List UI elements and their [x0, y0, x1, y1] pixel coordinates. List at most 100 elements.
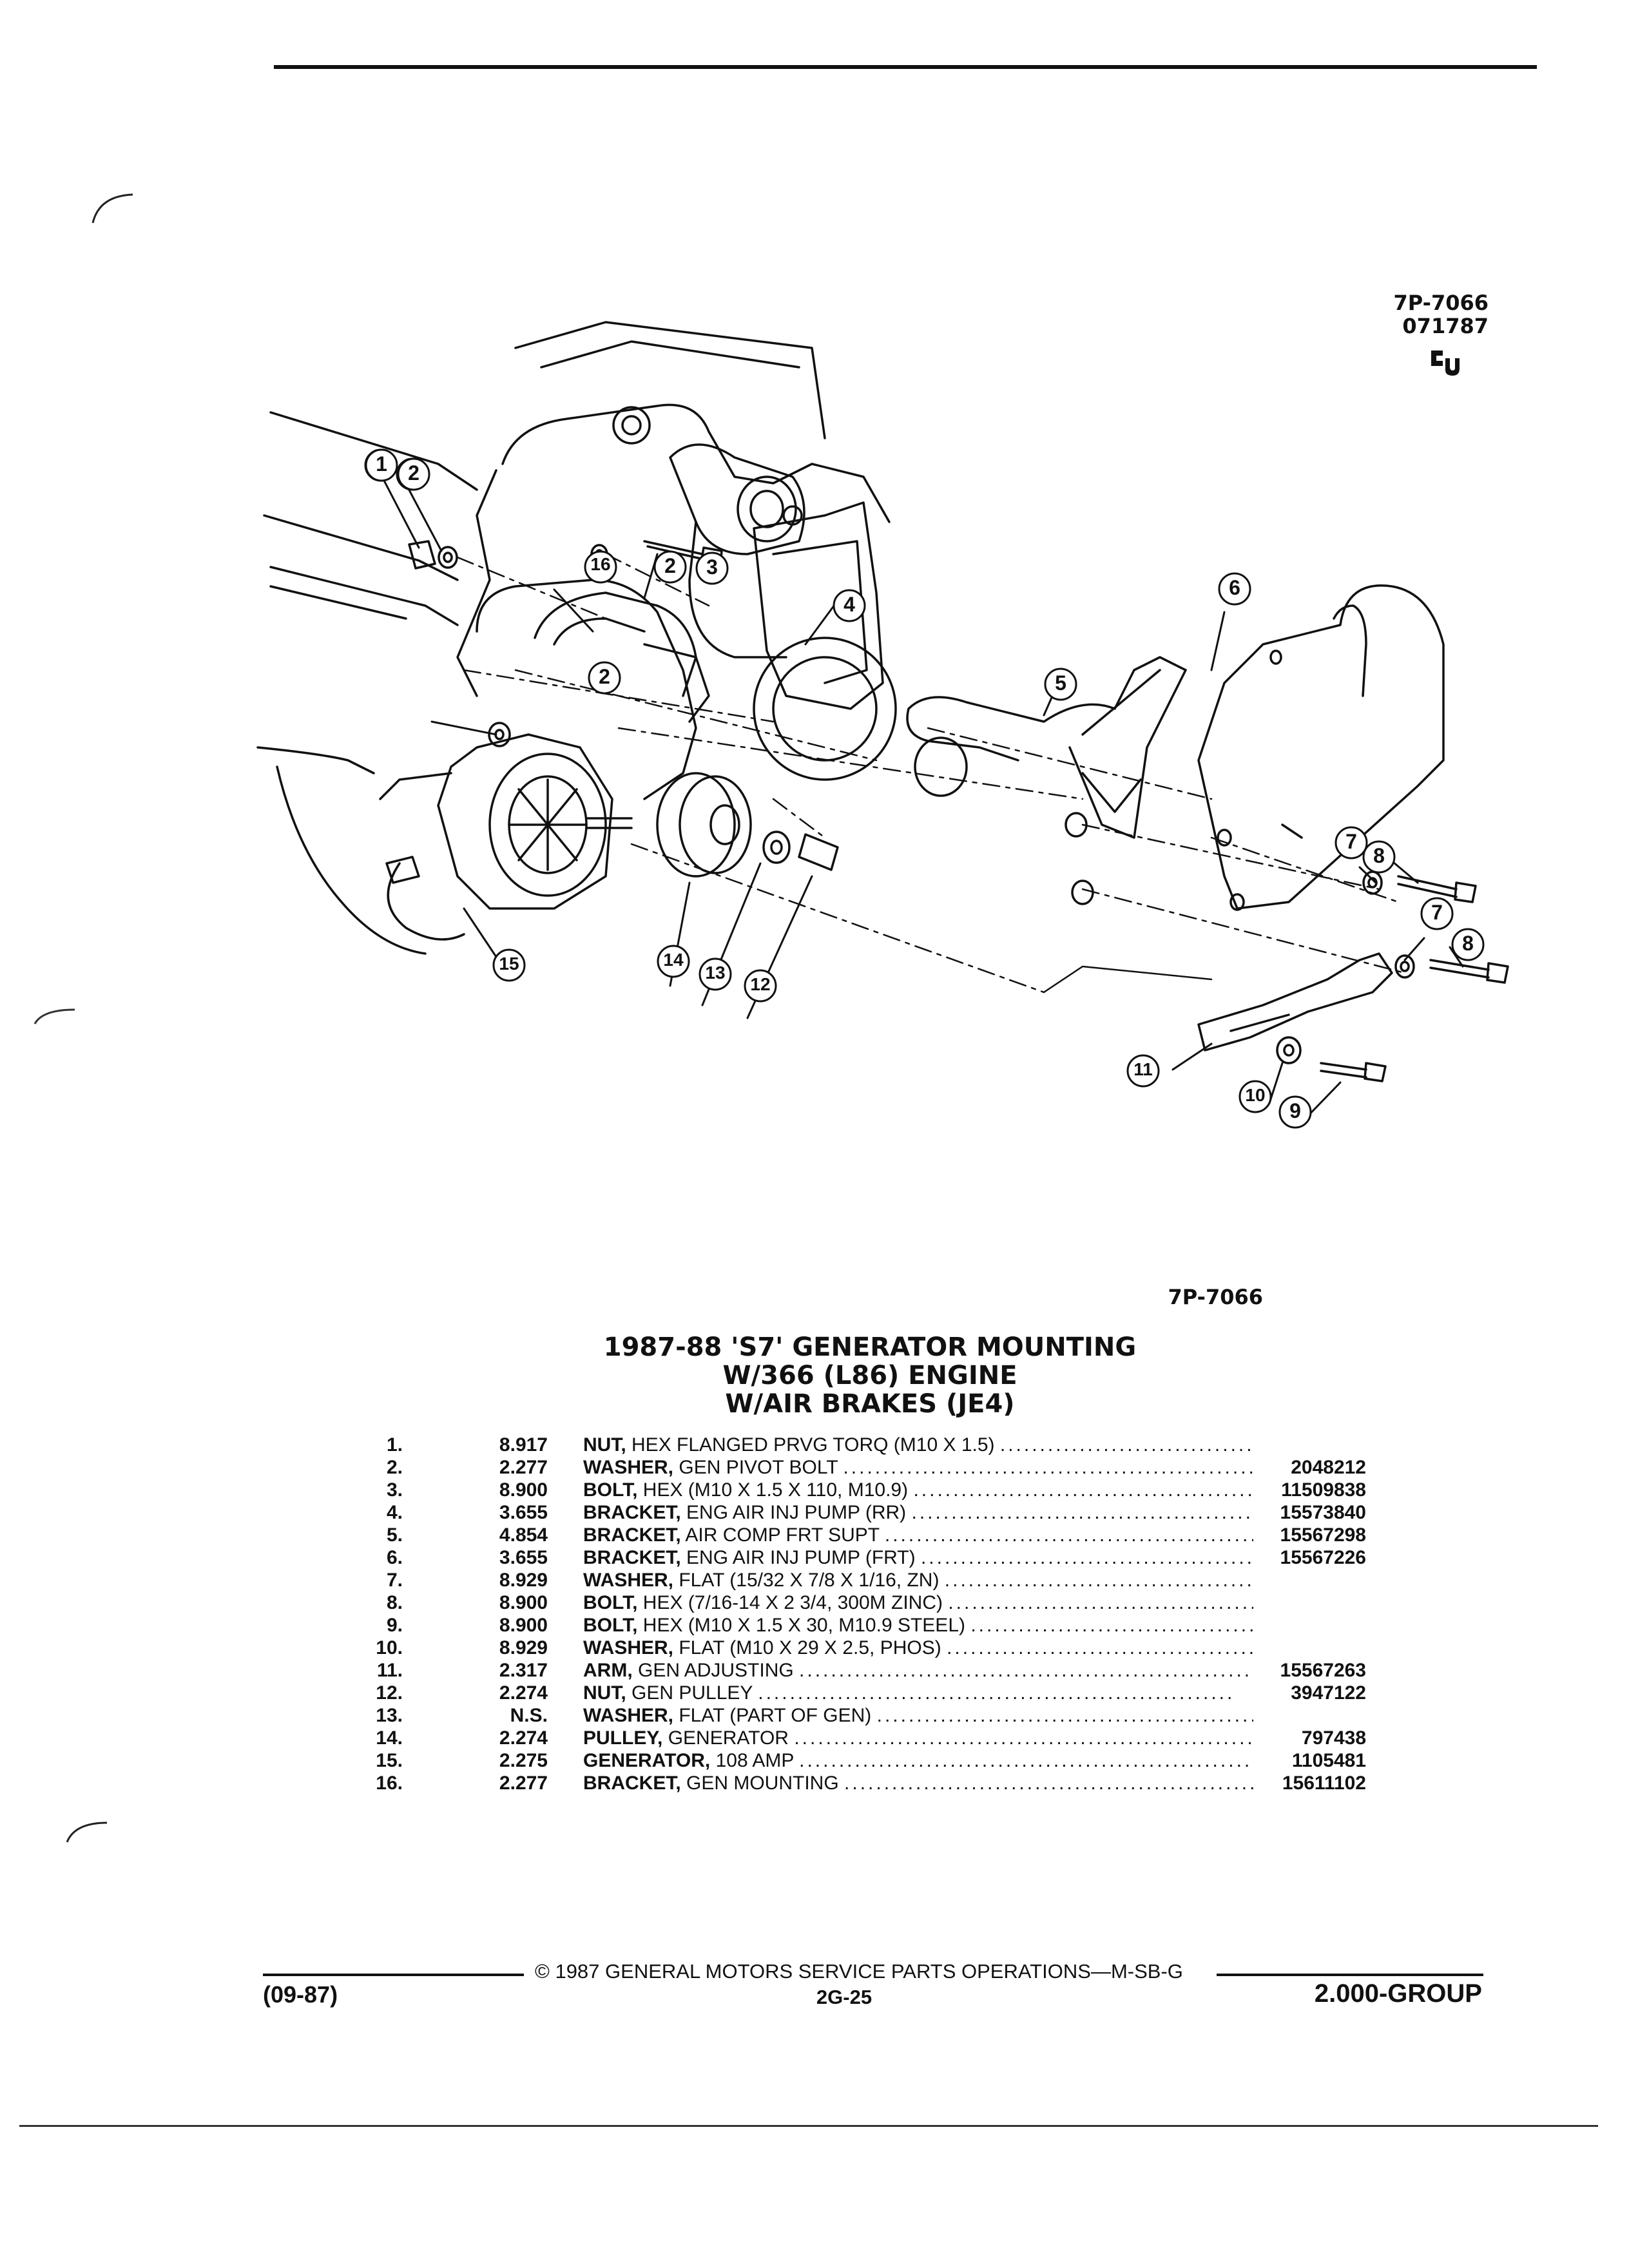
part-description: NUT, HEX FLANGED PRVG TORQ (M10 X 1.5) .…	[583, 1434, 1253, 1456]
part-index: 6.	[386, 1547, 403, 1568]
part-group: N.S.	[510, 1705, 548, 1726]
group-number: 2.000-GROUP	[1314, 1979, 1482, 2008]
part-group: 2.275	[499, 1750, 548, 1771]
callout-15: 15	[499, 954, 519, 974]
part-group: 2.277	[499, 1773, 548, 1794]
callout-2: 2	[664, 554, 676, 577]
part-name: WASHER,	[583, 1637, 674, 1658]
part-spec: FLAT (PART OF GEN)	[679, 1705, 872, 1726]
part-number: 797438	[1301, 1727, 1366, 1749]
part-index: 2.	[386, 1457, 403, 1478]
part-index: 14.	[376, 1727, 403, 1749]
callout-3: 3	[706, 555, 718, 579]
part-spec: GEN PIVOT BOLT	[679, 1457, 838, 1478]
part-number: 15567263	[1280, 1660, 1366, 1681]
part-name: BOLT,	[583, 1615, 638, 1636]
bottom-rule	[19, 2125, 1598, 2127]
reference-code: 7P-7066	[1393, 291, 1489, 315]
part-name: BOLT,	[583, 1479, 638, 1501]
part-row: 13. N.S. WASHER, FLAT (PART OF GEN) ......…	[335, 1704, 1366, 1727]
part-index: 7.	[386, 1570, 403, 1591]
footer-rule-right	[1217, 1974, 1483, 1976]
part-number: 2048212	[1291, 1457, 1366, 1478]
page-number: 2G-25	[816, 1986, 872, 2008]
page-subtitle-engine: W/366 (L86) ENGINE	[722, 1361, 1017, 1390]
callout-7: 7	[1431, 901, 1443, 924]
part-spec: GEN ADJUSTING	[638, 1660, 794, 1681]
callout-16: 16	[590, 554, 611, 574]
callout-11: 11	[1133, 1059, 1153, 1079]
callout-14: 14	[663, 950, 684, 970]
part-name: WASHER,	[583, 1570, 674, 1591]
part-spec: GENERATOR	[668, 1727, 789, 1749]
part-description: NUT, GEN PULLEY ........................…	[583, 1682, 1235, 1704]
part-description: BOLT, HEX (M10 X 1.5 X 110, M10.9) .....…	[583, 1479, 1253, 1501]
part-name: BRACKET,	[583, 1773, 681, 1794]
part-description: GENERATOR, 108 AMP .....................…	[583, 1750, 1253, 1771]
part-group: 8.900	[499, 1592, 548, 1613]
gm-spo-logo	[1431, 351, 1460, 376]
margin-mark	[92, 193, 133, 224]
callout-10: 10	[1245, 1085, 1266, 1105]
part-group: 3.655	[499, 1547, 548, 1568]
part-spec: ENG AIR INJ PUMP (RR)	[686, 1502, 907, 1523]
part-description: WASHER, FLAT (PART OF GEN) .............…	[583, 1705, 1253, 1726]
part-spec: HEX (7/16-14 X 2 3/4, 300M ZINC)	[642, 1592, 943, 1613]
reference-date: 071787	[1402, 314, 1489, 338]
part-name: GENERATOR,	[583, 1750, 711, 1771]
part-description: BRACKET, ENG AIR INJ PUMP (RR) .........…	[583, 1502, 1253, 1523]
part-number: 15611102	[1282, 1773, 1366, 1794]
footer-rule-left	[263, 1974, 524, 1976]
part-group: 8.917	[499, 1434, 548, 1456]
margin-mark	[66, 1821, 108, 1843]
copyright-line: © 1987 GENERAL MOTORS SERVICE PARTS OPER…	[535, 1960, 1183, 1983]
part-spec: GEN PULLEY	[631, 1682, 753, 1704]
callout-5: 5	[1055, 671, 1066, 695]
part-group: 8.900	[499, 1479, 548, 1501]
part-name: BOLT,	[583, 1592, 638, 1613]
callout-12: 12	[750, 974, 771, 994]
part-name: NUT,	[583, 1434, 626, 1456]
part-index: 1.	[386, 1434, 403, 1456]
callout-8: 8	[1462, 932, 1474, 955]
part-name: NUT,	[583, 1682, 626, 1704]
part-index: 5.	[386, 1524, 403, 1546]
part-name: PULLEY,	[583, 1727, 663, 1749]
part-name: BRACKET,	[583, 1524, 681, 1546]
part-description: WASHER, FLAT (15/32 X 7/8 X 1/16, ZN) ..…	[583, 1570, 1253, 1591]
part-spec: HEX (M10 X 1.5 X 30, M10.9 STEEL)	[642, 1615, 965, 1636]
part-number: 1105481	[1291, 1750, 1366, 1771]
callout-9: 9	[1289, 1099, 1301, 1122]
part-spec: 108 AMP	[715, 1750, 794, 1771]
callout-1: 1	[376, 452, 387, 476]
part-name: WASHER,	[583, 1457, 674, 1478]
part-index: 12.	[376, 1682, 403, 1704]
date-code: (09-87)	[263, 1981, 338, 2008]
callout-4: 4	[843, 593, 855, 616]
part-index: 13.	[376, 1705, 403, 1726]
part-spec: GEN MOUNTING	[686, 1773, 839, 1794]
part-index: 9.	[386, 1615, 403, 1636]
part-row: 7. 8.929 WASHER, FLAT (15/32 X 7/8 X 1/16,…	[335, 1569, 1366, 1591]
part-spec: FLAT (M10 X 29 X 2.5, PHOS)	[679, 1637, 941, 1658]
part-description: BRACKET, ENG AIR INJ PUMP (FRT) ........…	[583, 1547, 1253, 1568]
part-group: 2.274	[499, 1727, 548, 1749]
part-row: 3. 8.900 BOLT, HEX (M10 X 1.5 X 110, M10.9…	[335, 1479, 1366, 1501]
part-spec: HEX (M10 X 1.5 X 110, M10.9)	[642, 1479, 909, 1501]
part-group: 8.929	[499, 1570, 548, 1591]
part-group: 2.317	[499, 1660, 548, 1681]
figure-code: 7P-7066	[1168, 1285, 1264, 1309]
part-row: 6. 3.655 BRACKET, ENG AIR INJ PUMP (FRT) .…	[335, 1546, 1366, 1569]
part-number: 11509838	[1281, 1479, 1366, 1501]
callout-13: 13	[705, 963, 726, 983]
callout-8: 8	[1373, 844, 1385, 867]
part-number: 15567298	[1280, 1524, 1366, 1546]
callout-2: 2	[408, 461, 419, 485]
part-index: 3.	[386, 1479, 403, 1501]
